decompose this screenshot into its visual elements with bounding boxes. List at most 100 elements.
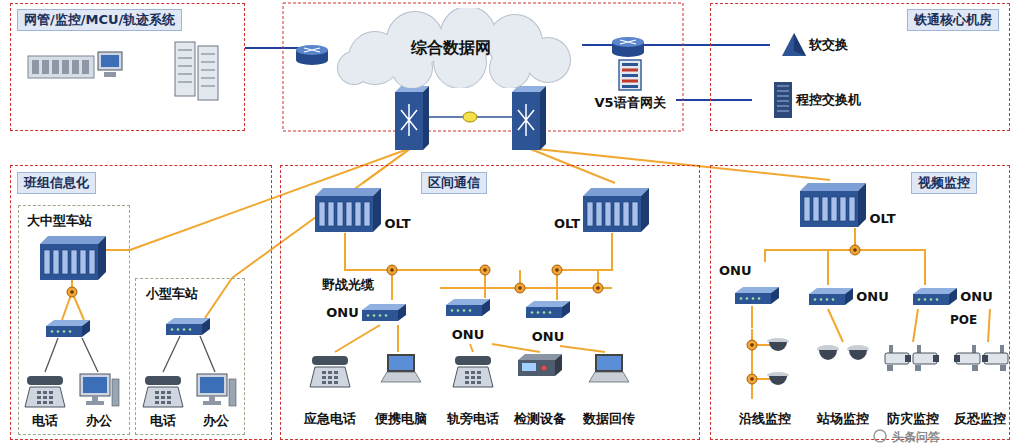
device-node: ONU	[718, 262, 780, 306]
cable-label: 野战光缆	[322, 276, 374, 294]
device-label: 反恐监控	[954, 411, 1006, 427]
device-node: ONU	[515, 300, 581, 346]
link-line	[470, 344, 473, 352]
device-node: ONU	[803, 285, 895, 309]
device-label: 站场监控	[817, 411, 869, 427]
device-label: 沿线监控	[739, 411, 791, 427]
region-frame	[283, 3, 683, 131]
device-label: 防灾监控	[887, 411, 939, 427]
device-label: ONU	[532, 329, 565, 345]
link-line	[828, 228, 855, 285]
device-icon	[518, 353, 562, 377]
region-box: 视频监控 OLT ONU ONU ONU 沿线监控 站场监控 防灾监控反恐监控	[710, 165, 1010, 440]
region-heading: 小型车站	[146, 285, 198, 303]
device-icon	[310, 353, 350, 387]
link-line	[557, 233, 612, 300]
device-label: 电话	[150, 413, 176, 429]
device-node: 便携电脑	[368, 352, 434, 428]
link-line	[855, 228, 925, 285]
device-label: OLT	[384, 216, 410, 232]
device-icon	[782, 33, 806, 57]
device-node: 数据回传	[575, 352, 643, 428]
device-icon	[79, 373, 119, 407]
device-node: 办公	[190, 372, 242, 430]
link-line	[765, 228, 855, 262]
device-icon	[381, 353, 421, 383]
device-node: ONU	[903, 285, 1003, 309]
cloud-label: 综合数据网	[411, 38, 491, 59]
link-line	[232, 88, 411, 278]
region-heading: 视频监控	[911, 172, 977, 194]
device-label: 应急电话	[304, 411, 356, 427]
device-icon	[617, 59, 643, 91]
device-node: ONU	[322, 300, 410, 325]
device-icon	[883, 343, 943, 373]
device-icon	[809, 288, 853, 306]
link-line	[751, 306, 753, 328]
watermark: 头条问答	[892, 429, 940, 445]
region-heading: 班组信息化	[17, 172, 96, 194]
station-box: 大中型车站电话办公	[18, 205, 130, 435]
region-box: 铁通核心机房软交换程控交换机	[710, 3, 1010, 131]
device-icon	[25, 373, 65, 407]
splitter-network	[387, 245, 860, 293]
region-box: 网管/监控/MCU/轨迹系统	[10, 3, 245, 131]
device-node: 轨旁电话	[440, 352, 506, 428]
device-icon	[453, 353, 493, 387]
device-icon	[740, 329, 790, 399]
device-label: 数据回传	[583, 411, 635, 427]
link-line	[397, 325, 399, 352]
link-line	[492, 344, 540, 352]
link-line	[130, 88, 411, 250]
network-cloud: 综合数据网	[320, 8, 582, 88]
router-icon	[612, 37, 644, 57]
device-icon	[950, 343, 1010, 373]
device-node: V5语音网关	[584, 58, 676, 112]
device-icon	[196, 373, 236, 407]
device-node: 程控交换机	[752, 80, 882, 120]
link-line	[988, 309, 990, 342]
device-icon	[143, 373, 183, 407]
device-label: ONU	[856, 289, 889, 305]
station-box: 小型车站电话 办公	[135, 278, 245, 435]
device-node: ONU	[435, 298, 501, 344]
device-label: 软交换	[809, 37, 848, 53]
device-label: 便携电脑	[375, 411, 427, 427]
device-node: 反恐监控	[948, 342, 1012, 428]
device-node: 办公	[72, 372, 126, 430]
device-node: OLT	[313, 183, 413, 233]
device-icon	[526, 301, 570, 319]
device-icon	[735, 287, 779, 305]
device-label: OLT	[869, 211, 895, 227]
region-heading: 网管/监控/MCU/轨迹系统	[17, 9, 182, 31]
device-label: 检测设备	[514, 411, 566, 427]
device-icon	[315, 188, 381, 232]
device-node: 应急电话	[295, 352, 365, 428]
device-label: ONU	[452, 327, 485, 343]
device-icon	[773, 82, 793, 118]
device-label: 办公	[203, 413, 229, 429]
watermark-logo	[874, 430, 886, 442]
device-node: OLT	[553, 183, 650, 233]
link-line	[676, 99, 752, 101]
device-icon	[362, 304, 406, 322]
region-heading: 铁通核心机房	[907, 9, 999, 31]
link-line	[582, 44, 770, 46]
device-label: 办公	[86, 413, 112, 429]
device-node: OLT	[788, 180, 908, 228]
device-label: ONU	[719, 263, 752, 279]
cable-label: POE	[950, 313, 977, 327]
device-node: 电话	[138, 372, 188, 430]
device-label: OLT	[554, 216, 580, 232]
region-heading: 区间通信	[421, 172, 487, 194]
device-icon	[800, 183, 866, 227]
server-icons	[28, 42, 218, 100]
device-node: 沿线监控	[725, 328, 805, 428]
region-box: 区间通信 OLT OLT ONU ONU ONU 应急电话 便携电脑轨旁电话检测设备 数据回传	[280, 165, 700, 440]
device-node: 防灾监控	[880, 342, 946, 428]
link-line	[560, 346, 605, 352]
link-line	[335, 325, 380, 352]
router-icon	[296, 45, 328, 65]
link-line	[828, 309, 843, 342]
